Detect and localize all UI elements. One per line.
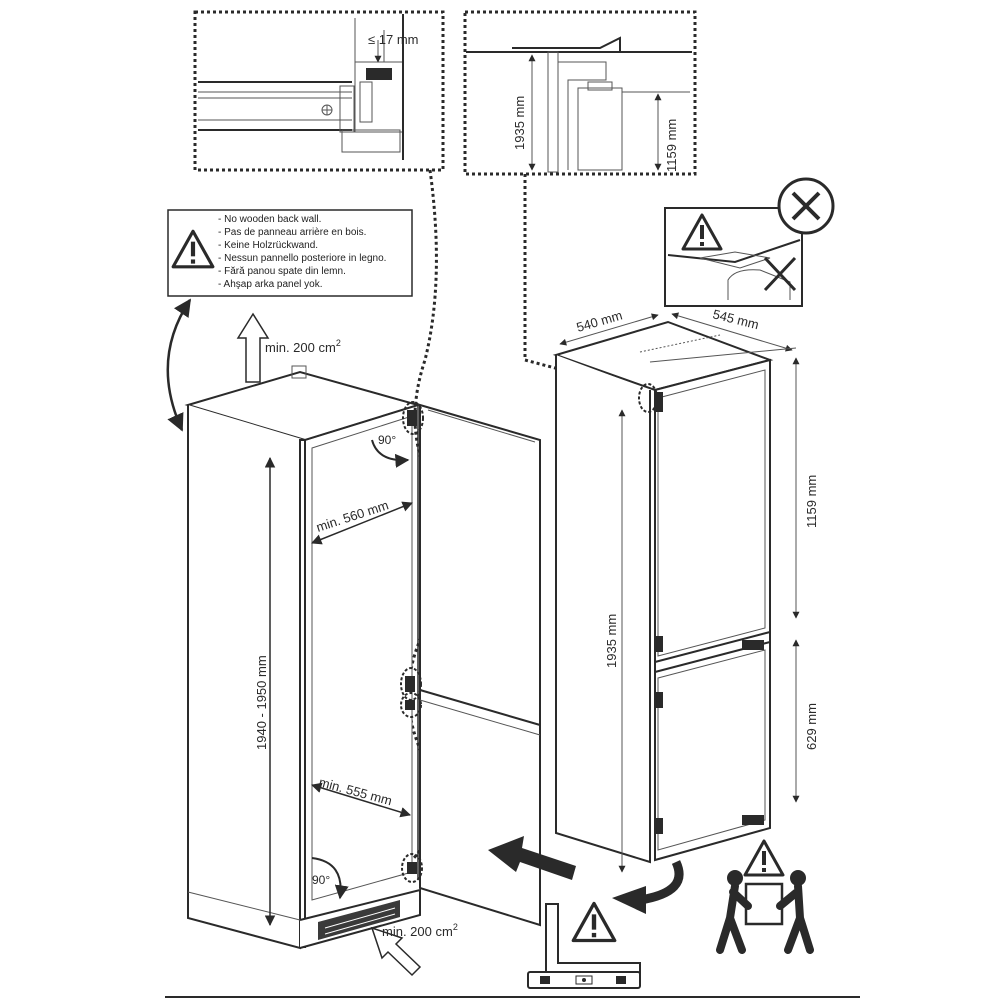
prohibited-detail-panel [664,177,835,307]
warning-line-2: - Pas de panneau arrière en bois. [218,227,366,238]
niche-width-bottom-dim-line [310,782,412,818]
warning-triangle-icon [571,901,617,943]
connector-dotted-right [523,174,646,394]
vent-top-label: min. 200 cm2 [265,338,341,355]
appliance-height-label: 1935 mm [604,614,619,668]
vent-bottom-label: min. 200 cm2 [382,922,458,939]
detail-height-panel: 1935 mm 1159 mm [463,10,697,176]
niche-height-label: 1940 - 1950 mm [254,655,269,750]
hinge-top-marker [402,401,424,435]
appliance-depth-dim-line [671,312,793,352]
angle-top-arc [371,439,410,468]
detail-height-upper-label: 1159 mm [664,119,679,172]
spirit-level-icon [527,901,641,989]
slide-in-arrow-icon [488,836,576,880]
warning-line-5: - Fără panou spate din lemn. [218,266,346,277]
rotate-arrow-icon [639,860,684,905]
hinge-lower-marker [400,692,422,718]
appliance-top-marker [638,383,658,413]
warning-line-1: - No wooden back wall. [218,214,321,225]
vent-bottom-arrow-icon [370,926,422,977]
angle-top-label: 90° [378,433,396,447]
warning-line-6: - Ahşap arka panel yok. [218,279,323,290]
detail-gap-panel: ≤ 17 mm [193,10,445,172]
warning-line-4: - Nessun pannello posteriore in legno. [218,253,386,264]
warning-triangle-icon [743,839,785,877]
detail-height-total-label: 1935 mm [512,96,527,150]
cabinet-niche [184,365,541,950]
appliance-width-label: 540 mm [575,308,624,335]
warning-line-3: - Keine Holzrückwand. [218,240,318,251]
vent-top-arrow-icon [236,312,270,383]
warning-box: - No wooden back wall. - Pas de panneau … [167,209,413,297]
appliance-width-dim-line [559,313,659,346]
warning-pointer-arrow [166,298,192,432]
niche-width-top-dim-line [311,501,413,545]
gap-dimension-label: ≤ 17 mm [368,32,418,47]
angle-bottom-arc [311,857,349,900]
two-person-lift-icon [716,839,814,954]
upper-door-height-label: 1159 mm [804,475,819,528]
appliance-fridge [552,320,774,864]
angle-bottom-label: 90° [312,873,330,887]
hinge-bottom-marker [401,853,423,883]
lower-door-height-label: 629 mm [804,703,819,750]
